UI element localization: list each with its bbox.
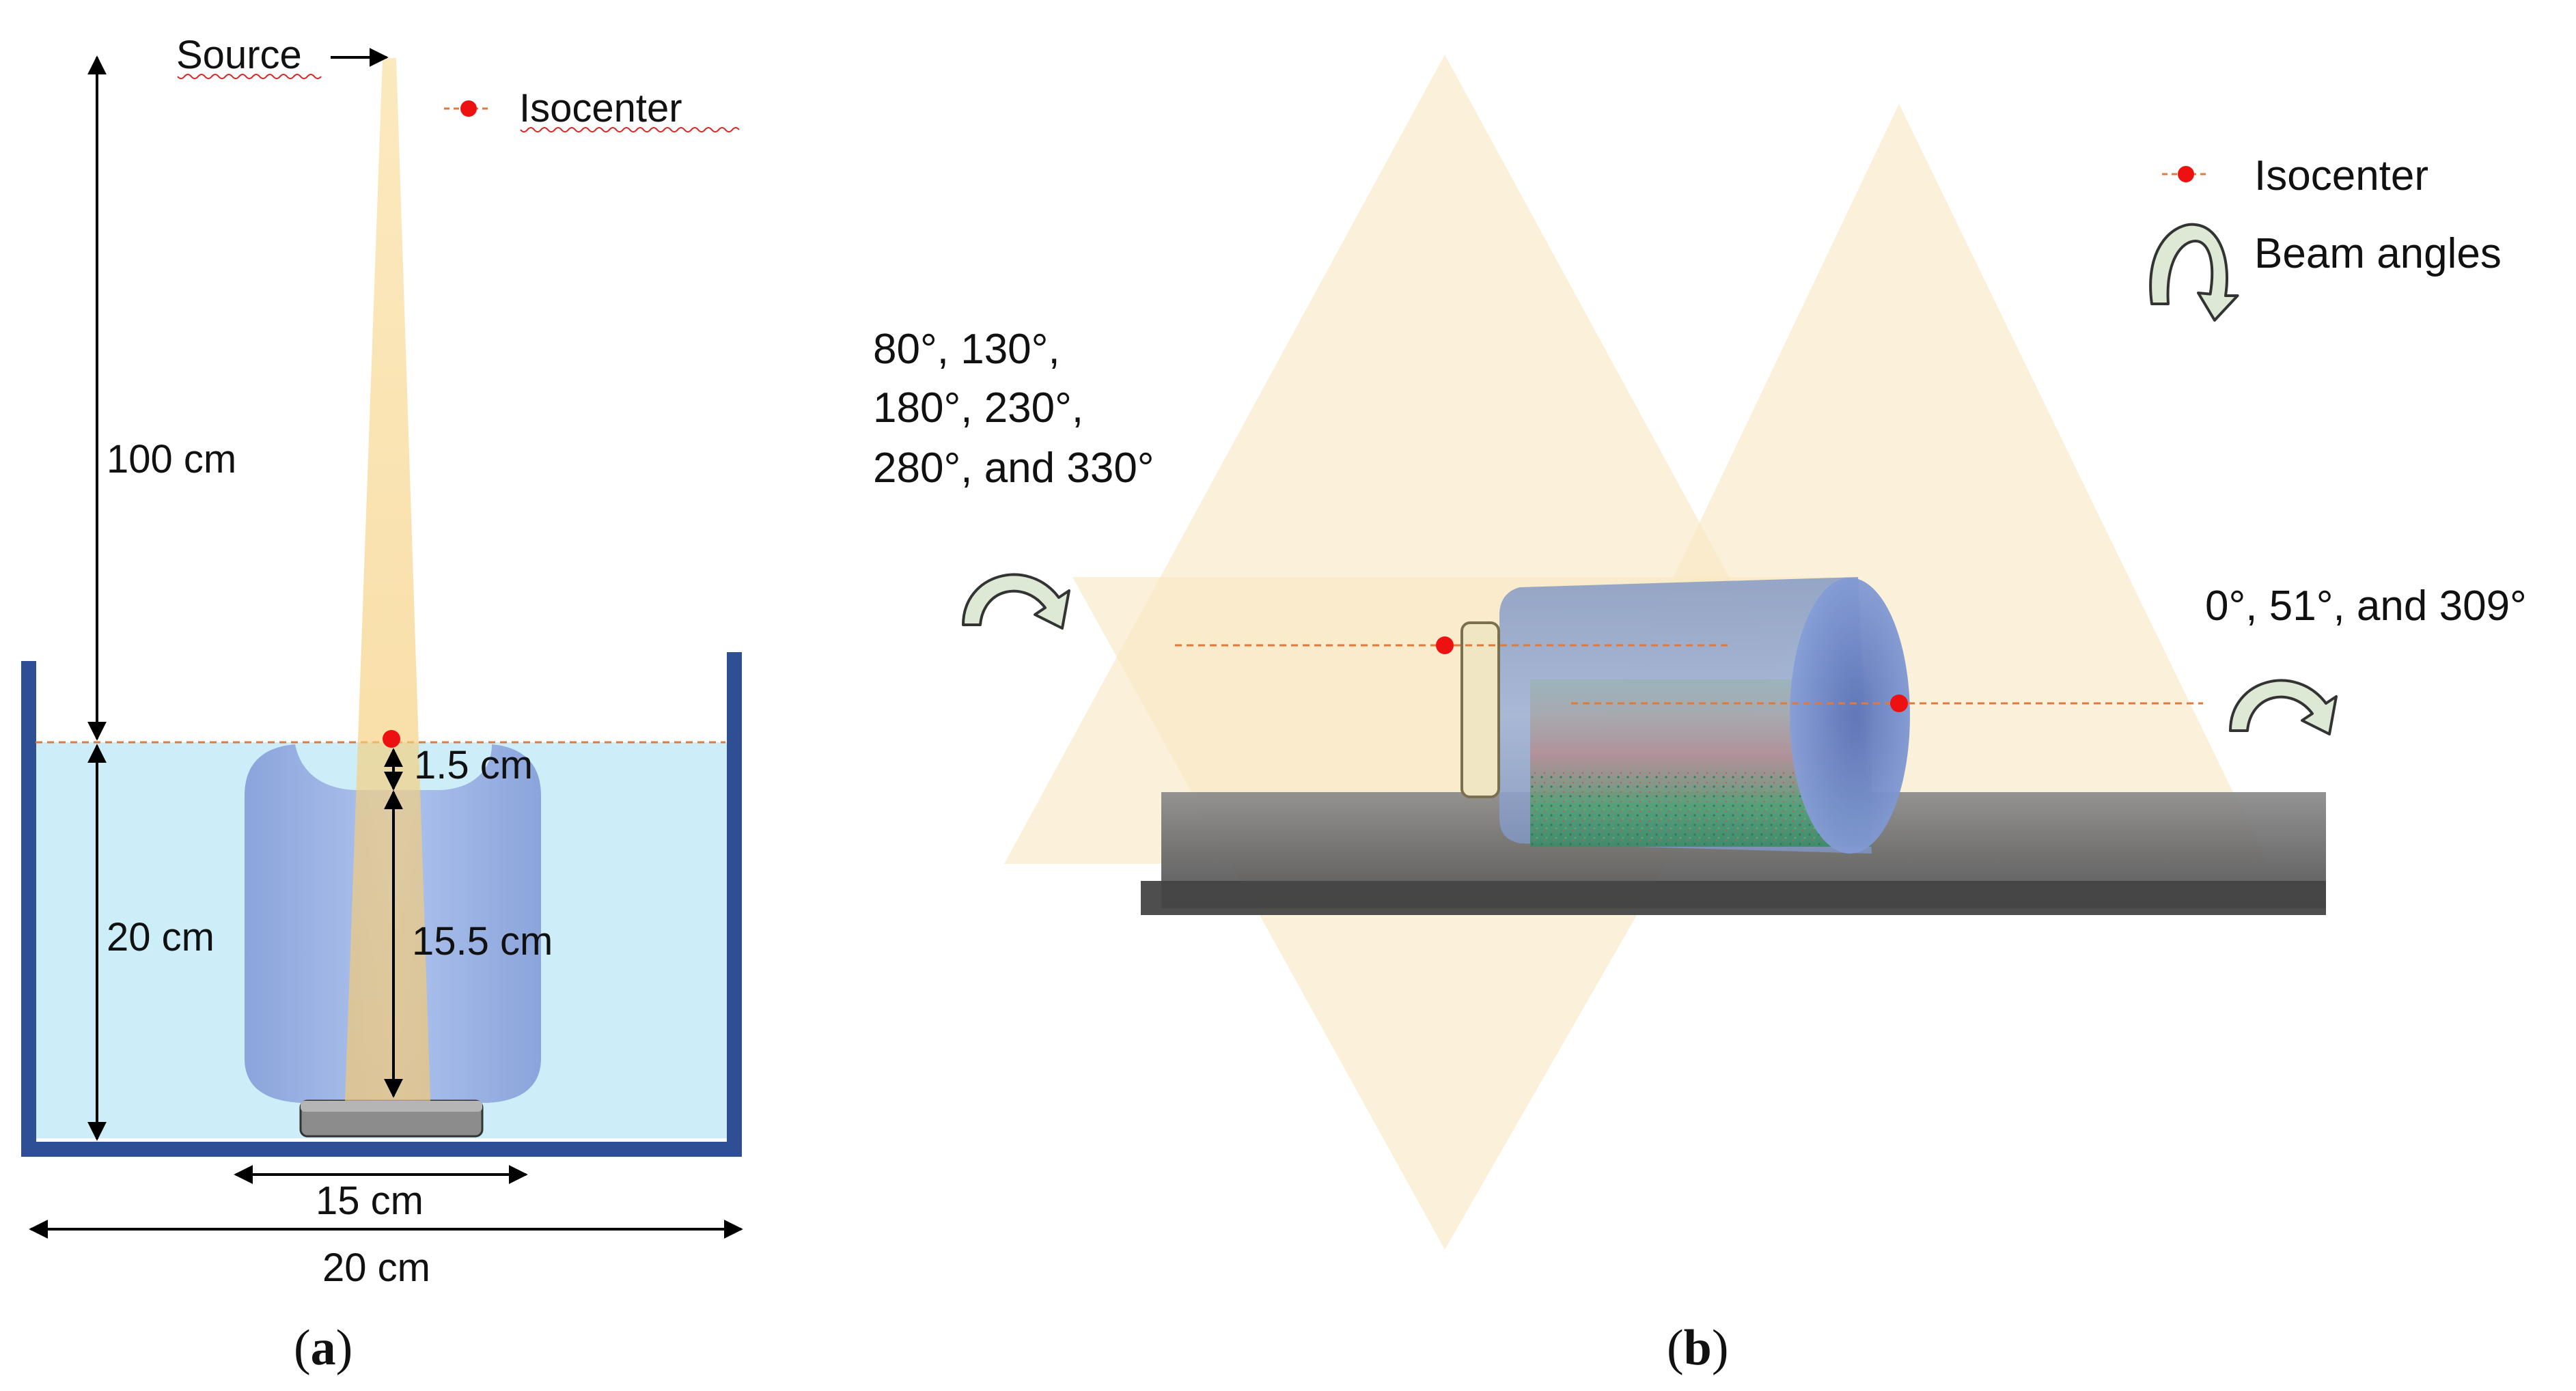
legend-isocenter-dot [2178, 166, 2194, 182]
bottle-cap [1460, 621, 1500, 798]
dim-15-5cm-label: 15.5 cm [412, 919, 553, 964]
isocenter-left [1436, 636, 1454, 654]
panel-b: 80°, 130°, 180°, 230°, 280°, and 330° 0°… [873, 55, 2527, 1376]
beam [345, 58, 430, 1101]
dim-15cm-label: 15 cm [316, 1179, 424, 1223]
water-tank [21, 652, 742, 1157]
dim-20cm-width-label: 20 cm [322, 1246, 430, 1290]
source-label: Source [176, 33, 302, 77]
dim-20cm-depth-label: 20 cm [107, 915, 214, 959]
legend-beam-label: Beam angles [2254, 230, 2502, 277]
caption-a: (a) [294, 1320, 352, 1376]
legend-isocenter-label: Isocenter [519, 86, 682, 130]
panel-a: Source Isocenter 100 cm 20 cm 1.5 cm 15.… [21, 33, 743, 1376]
dim-100cm-label: 100 cm [107, 437, 236, 481]
isocenter-right [1890, 694, 1908, 712]
legend-isocenter-label: Isocenter [2254, 152, 2428, 199]
caption-b: (b) [1667, 1320, 1728, 1376]
source-spellcheck-underline [177, 74, 322, 79]
isocenter-dot [383, 730, 400, 748]
dim-1-5cm-label: 1.5 cm [414, 743, 533, 787]
angles-right: 0°, 51°, and 309° [2205, 582, 2527, 630]
rotation-arrow-right-icon [2229, 679, 2338, 735]
legend-isocenter-a: Isocenter [444, 86, 740, 132]
bottle-side [1460, 577, 1910, 854]
legend-beam-angle-icon [2149, 223, 2239, 322]
angles-left-line3: 280°, and 330° [873, 445, 1154, 492]
legend-b: Isocenter Beam angles [2149, 152, 2502, 322]
bottle-bottom [1790, 578, 1910, 854]
angles-left-line1: 80°, 130°, [873, 326, 1060, 373]
rotation-arrow-left-icon [962, 573, 1070, 630]
angles-left-line2: 180°, 230°, [873, 384, 1083, 432]
legend-isocenter-dot [460, 100, 477, 117]
